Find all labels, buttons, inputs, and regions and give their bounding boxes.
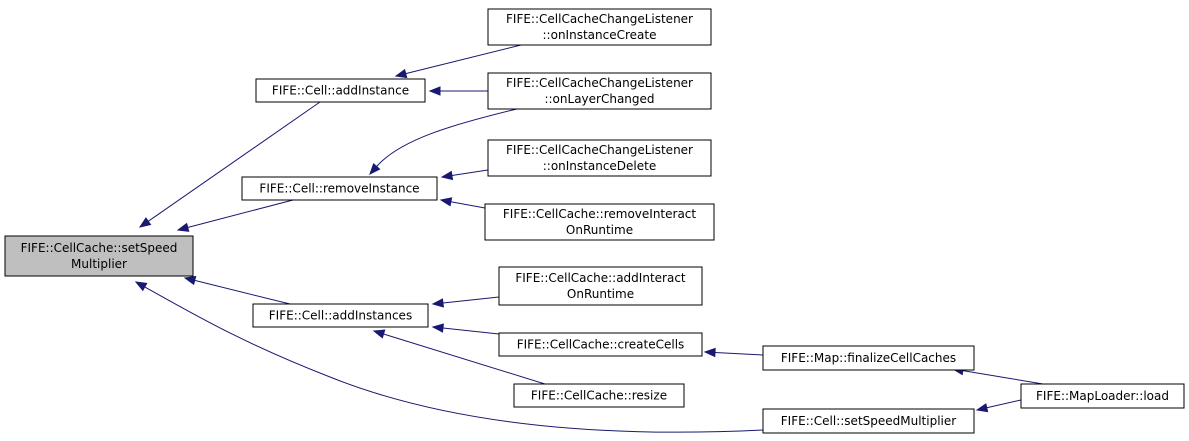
edge-addinstances-to-setspeed (183, 275, 291, 305)
edge-addinteract-to-addinstances (431, 296, 500, 308)
node-label: FIFE::Map::finalizeCellCaches (781, 351, 956, 365)
node-box[interactable] (1020, 383, 1185, 409)
node-box[interactable] (252, 303, 429, 328)
node-label: FIFE::Cell::setSpeedMultiplier (781, 414, 956, 428)
node-box[interactable] (498, 266, 703, 306)
edge-line (187, 199, 294, 228)
edge-addinstance-to-setspeed (138, 101, 321, 228)
edge-line (376, 107, 522, 167)
node-cellsetspeed[interactable]: FIFE::Cell::setSpeedMultiplier (762, 408, 975, 434)
node-label: FIFE::CellCacheChangeListener (506, 143, 693, 157)
edge-onlayerchanged-to-removeinstance (369, 107, 522, 176)
node-setspeed[interactable]: FIFE::CellCache::setSpeedMultiplier (4, 235, 194, 277)
node-label: ::onLayerChanged (544, 92, 654, 106)
arrowhead-icon (176, 222, 190, 232)
edge-line (986, 399, 1022, 409)
node-label: ::onInstanceDelete (543, 159, 657, 173)
node-createcells[interactable]: FIFE::CellCache::createCells (498, 332, 703, 357)
node-label: OnRuntime (567, 287, 634, 301)
node-box[interactable] (484, 203, 715, 241)
node-onlayerchanged[interactable]: FIFE::CellCacheChangeListener::onLayerCh… (487, 72, 712, 110)
edge-line (451, 169, 489, 176)
node-label: FIFE::CellCache::removeInteract (503, 207, 697, 221)
nodes-layer: FIFE::CellCache::setSpeedMultiplierFIFE:… (4, 8, 1185, 434)
edge-cellsetspeed-to-setspeed (134, 281, 764, 433)
node-label: FIFE::CellCacheChangeListener (506, 76, 693, 90)
node-box[interactable] (487, 139, 712, 177)
edge-line (450, 201, 486, 209)
edge-line (962, 370, 1044, 385)
arrowhead-icon (134, 281, 148, 292)
node-box[interactable] (487, 8, 712, 46)
node-label: FIFE::Cell::removeInstance (259, 182, 419, 196)
edge-line (383, 333, 546, 385)
edge-line (442, 327, 500, 335)
edge-resize-to-addinstances (372, 329, 546, 385)
edge-load-to-cellsetspeed (975, 399, 1022, 413)
node-resize[interactable]: FIFE::CellCache::resize (513, 383, 685, 408)
node-box[interactable] (762, 408, 975, 434)
node-label: FIFE::CellCacheChangeListener (506, 12, 693, 26)
node-box[interactable] (4, 235, 194, 277)
arrowhead-icon (975, 403, 989, 413)
edge-createcells-to-addinstances (431, 323, 500, 335)
edge-line (194, 279, 291, 305)
arrowhead-icon (431, 298, 444, 308)
node-box[interactable] (241, 176, 438, 201)
node-box[interactable] (487, 72, 712, 110)
node-label: FIFE::CellCache::resize (531, 389, 667, 403)
arrowhead-icon (703, 347, 716, 358)
arrowhead-icon (428, 86, 441, 96)
arrowhead-icon (439, 197, 453, 207)
arrowhead-icon (394, 68, 408, 79)
edges-layer (134, 44, 1044, 433)
node-load[interactable]: FIFE::MapLoader::load (1020, 383, 1185, 409)
node-label: OnRuntime (566, 223, 633, 237)
node-label: FIFE::Cell::addInstances (269, 309, 412, 323)
arrowhead-icon (431, 323, 444, 333)
edge-removeinstance-to-setspeed (176, 199, 294, 232)
edge-oninstancedelete-to-removeinstance (440, 169, 489, 181)
arrowhead-icon (372, 329, 386, 339)
node-addinstances[interactable]: FIFE::Cell::addInstances (252, 303, 429, 328)
arrowhead-icon (440, 170, 454, 181)
edge-line (405, 44, 522, 75)
node-box[interactable] (498, 332, 703, 357)
edge-onlayerchanged-to-addinstance (428, 86, 488, 96)
arrowhead-icon (183, 275, 197, 286)
edge-line (714, 352, 764, 356)
node-label: Multiplier (71, 257, 127, 271)
node-box[interactable] (255, 78, 426, 103)
node-box[interactable] (513, 383, 685, 408)
node-oninstancedelete[interactable]: FIFE::CellCacheChangeListener::onInstanc… (487, 139, 712, 177)
node-label: FIFE::CellCache::setSpeed (21, 241, 178, 255)
arrowhead-icon (138, 217, 152, 228)
node-oninstancecreate[interactable]: FIFE::CellCacheChangeListener::onInstanc… (487, 8, 712, 46)
edge-line (147, 101, 321, 222)
edge-line (442, 296, 500, 304)
edge-finalize-to-createcells (703, 347, 764, 358)
node-finalize[interactable]: FIFE::Map::finalizeCellCaches (762, 345, 975, 371)
node-label: FIFE::Cell::addInstance (272, 84, 409, 98)
edge-removeinteract-to-removeinstance (439, 197, 486, 209)
edge-oninstancecreate-to-addinstance (394, 44, 522, 79)
node-label: FIFE::CellCache::addInteract (515, 271, 686, 285)
node-box[interactable] (762, 345, 975, 371)
node-removeinstance[interactable]: FIFE::Cell::removeInstance (241, 176, 438, 201)
arrowhead-icon (369, 163, 381, 176)
node-label: FIFE::MapLoader::load (1036, 389, 1169, 403)
node-addinstance[interactable]: FIFE::Cell::addInstance (255, 78, 426, 103)
edge-line (144, 286, 764, 433)
node-label: ::onInstanceCreate (543, 28, 657, 42)
node-label: FIFE::CellCache::createCells (517, 338, 685, 352)
